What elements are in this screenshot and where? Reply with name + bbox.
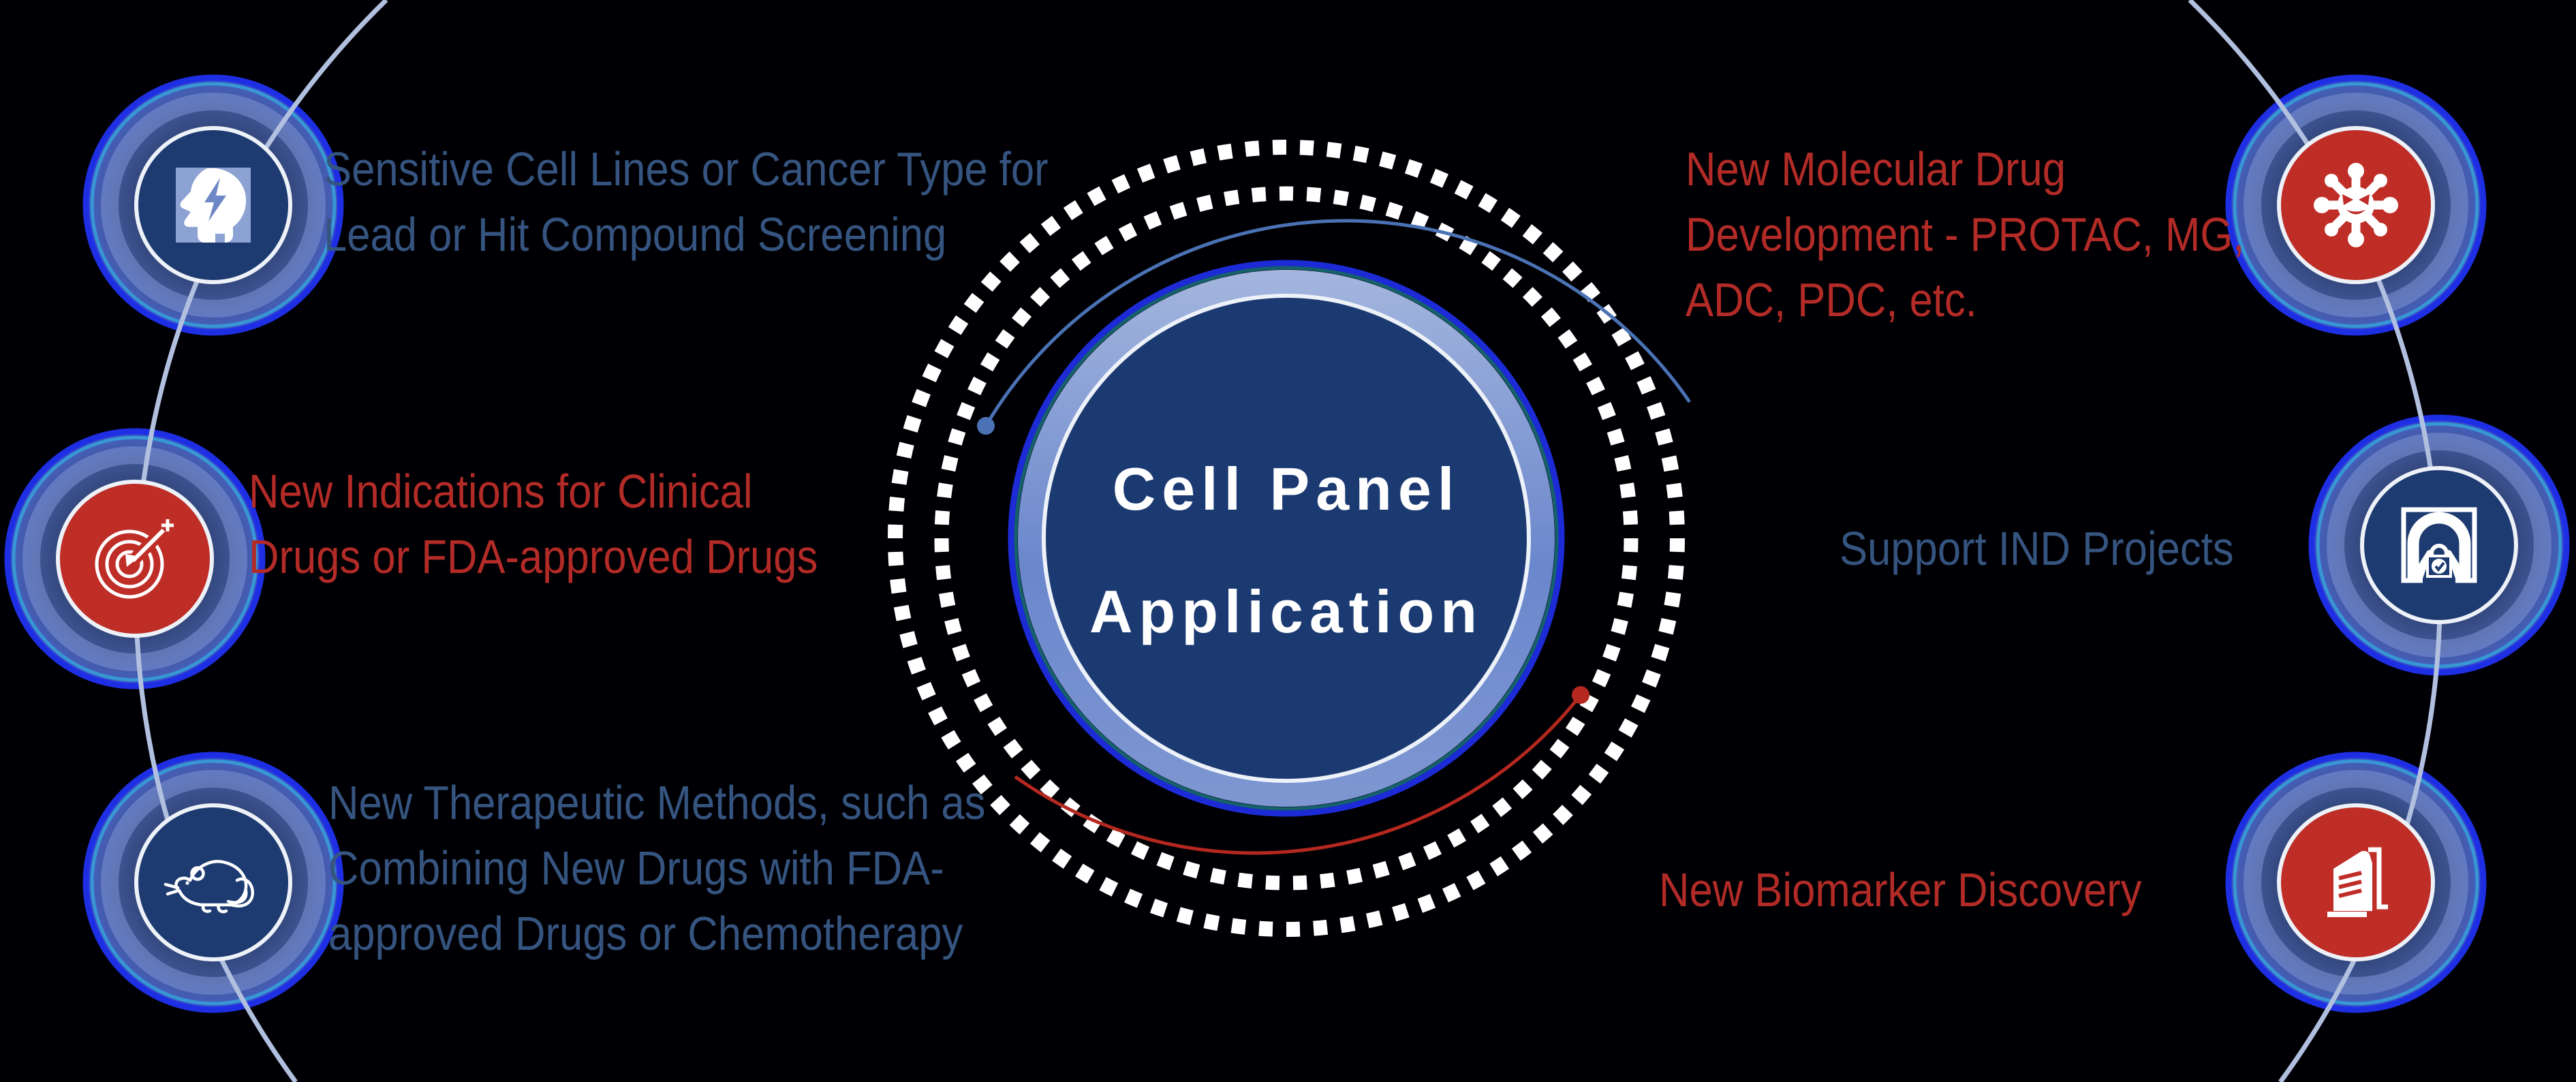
- center-glow-cyan: [1014, 266, 1559, 811]
- head-lightning-icon: [176, 168, 251, 243]
- label-support-ind-projects: Support IND Projects: [1840, 522, 2234, 575]
- label-new-biomarker-discovery: New Biomarker Discovery: [1659, 863, 2142, 916]
- label-sensitive-cell-lines: Sensitive Cell Lines or Cancer Type for …: [324, 142, 1049, 261]
- node-new-therapeutic-methods: [134, 803, 292, 961]
- outer-dotted-ring: [888, 140, 1685, 937]
- blue-arc-dot: [977, 417, 995, 435]
- node-support-ind-projects: [2360, 466, 2518, 624]
- center-title-line1: Cell Panel: [1112, 455, 1461, 523]
- node-new-molecular-drug-development: [2277, 126, 2435, 284]
- document-report-icon: [2327, 847, 2388, 917]
- virus-icon: [2314, 163, 2398, 247]
- inner-dotted-ring: [934, 186, 1639, 891]
- label-new-therapeutic-methods: New Therapeutic Methods, such as Combini…: [328, 776, 986, 960]
- target-arrow-icon: [95, 519, 174, 599]
- node-new-biomarker-discovery: [2277, 803, 2435, 961]
- label-new-molecular-drug-development: New Molecular Drug Development - PROTAC,…: [1686, 142, 2245, 326]
- tunnel-lock-icon: [2401, 507, 2477, 585]
- center-circle-group: [888, 140, 1692, 937]
- red-arc-dot: [1572, 686, 1589, 704]
- node-new-indications: [56, 480, 214, 638]
- center-red-arc: [1014, 694, 1582, 855]
- center-glow-edge: [1008, 260, 1565, 817]
- center-title: Cell Panel Application: [864, 128, 1709, 973]
- center-title-line2: Application: [1089, 578, 1484, 645]
- center-disc: [1042, 294, 1531, 783]
- node-sensitive-cell-lines: [134, 126, 292, 284]
- label-new-indications: New Indications for Clinical Drugs or FD…: [249, 465, 818, 583]
- node-disc: [134, 803, 292, 961]
- mouse-icon: [164, 860, 254, 914]
- center-blue-arc: [984, 219, 1692, 427]
